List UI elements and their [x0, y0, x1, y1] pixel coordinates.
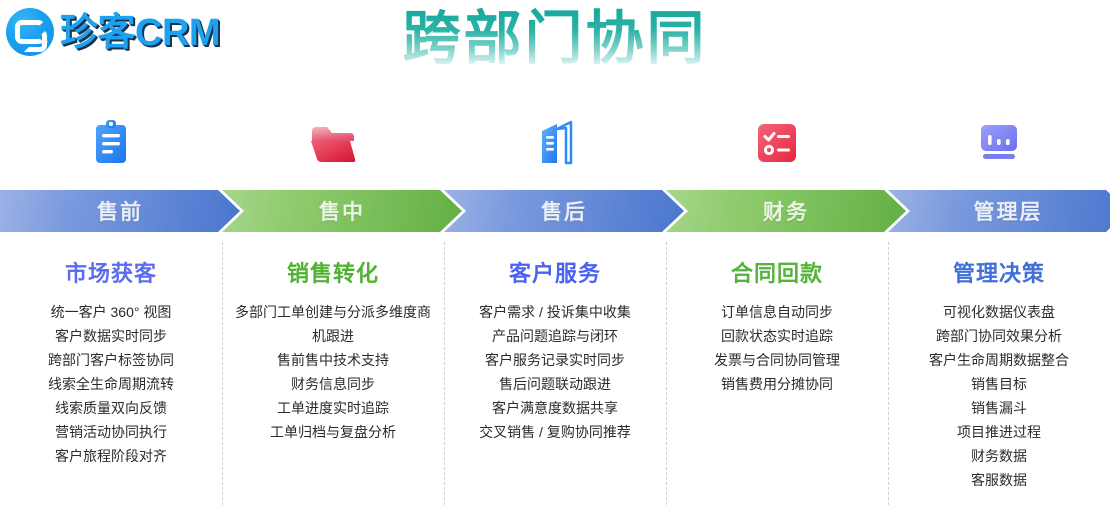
column-sales-conversion: 销售转化 多部门工单创建与分派多维度商机跟进 售前售中技术支持 财务信息同步 工…: [222, 240, 444, 513]
list-item: 财务信息同步: [291, 376, 375, 393]
stage-arrow-insales[interactable]: 售中: [222, 190, 462, 232]
stage-arrow-management[interactable]: 管理层: [888, 190, 1110, 232]
logo-c-glyph: [15, 20, 47, 52]
list-item: 多部门工单创建与分派多维度商机跟进: [235, 304, 431, 345]
folder-icon: [311, 127, 356, 162]
list-item: 售后问题联动跟进: [499, 376, 611, 393]
list-item: 发票与合同协同管理: [714, 352, 840, 369]
list-item: 统一客户 360° 视图: [50, 304, 172, 321]
column-title: 合同回款: [730, 261, 823, 286]
icon-cell-presales: [0, 112, 222, 174]
icon-cell-aftersales: [444, 112, 666, 174]
brand-name: 珍客CRM: [60, 12, 221, 52]
stage-label: 售后: [541, 201, 587, 224]
stage-label: 管理层: [973, 201, 1043, 224]
column-title: 销售转化: [286, 261, 379, 286]
column-contract-payment: 合同回款 订单信息自动同步 回款状态实时追踪 发票与合同协同管理 销售费用分摊协…: [666, 240, 888, 513]
stage-arrow-finance[interactable]: 财务: [666, 190, 906, 232]
list-item: 工单归档与复盘分析: [270, 424, 396, 441]
header: 珍客CRM 跨部门协同: [0, 0, 1110, 100]
column-item-list: 可视化数据仪表盘 跨部门协同效果分析 客户生命周期数据整合 销售目标 销售漏斗 …: [896, 300, 1102, 492]
list-item: 财务数据: [971, 448, 1027, 465]
document-building-icon: [542, 120, 573, 165]
column-management-decision: 管理决策 可视化数据仪表盘 跨部门协同效果分析 客户生命周期数据整合 销售目标 …: [888, 240, 1110, 513]
column-item-list: 订单信息自动同步 回款状态实时追踪 发票与合同协同管理 销售费用分摊协同: [674, 300, 880, 396]
stage-arrow-aftersales[interactable]: 售后: [444, 190, 684, 232]
column-item-list: 多部门工单创建与分派多维度商机跟进 售前售中技术支持 财务信息同步 工单进度实时…: [230, 300, 436, 444]
list-item: 线索质量双向反馈: [55, 400, 167, 417]
list-item: 跨部门客户标签协同: [48, 352, 174, 369]
zhenke-crm-logo-icon: [6, 8, 54, 56]
list-item: 营销活动协同执行: [55, 424, 167, 441]
list-item: 跨部门协同效果分析: [936, 328, 1062, 345]
list-item: 客服数据: [971, 472, 1027, 489]
column-title: 管理决策: [952, 261, 1045, 286]
stage-label: 售中: [319, 201, 365, 224]
list-item: 客户旅程阶段对齐: [55, 448, 167, 465]
column-title: 客户服务: [508, 261, 601, 286]
list-item: 销售目标: [971, 376, 1027, 393]
checklist-icon: [758, 124, 796, 162]
icon-cell-management: [888, 112, 1110, 174]
list-item: 交叉销售 / 复购协同推荐: [479, 424, 631, 441]
list-item: 客户需求 / 投诉集中收集: [479, 304, 631, 321]
list-item: 客户服务记录实时同步: [485, 352, 625, 369]
column-market-acquisition: 市场获客 统一客户 360° 视图 客户数据实时同步 跨部门客户标签协同 线索全…: [0, 240, 222, 513]
list-item: 销售费用分摊协同: [721, 376, 833, 393]
page-title: 跨部门协同: [0, 6, 1110, 73]
list-item: 客户数据实时同步: [55, 328, 167, 345]
column-item-list: 统一客户 360° 视图 客户数据实时同步 跨部门客户标签协同 线索全生命周期流…: [8, 300, 214, 468]
brand: 珍客CRM: [6, 8, 221, 56]
column-customer-service: 客户服务 客户需求 / 投诉集中收集 产品问题追踪与闭环 客户服务记录实时同步 …: [444, 240, 666, 513]
column-item-list: 客户需求 / 投诉集中收集 产品问题追踪与闭环 客户服务记录实时同步 售后问题联…: [452, 300, 658, 444]
stage-arrow-row: 售前 售中 售后 财务 管理层: [0, 190, 1110, 232]
icon-row: [0, 112, 1110, 174]
clipboard-icon: [96, 120, 126, 163]
list-item: 订单信息自动同步: [721, 304, 833, 321]
list-item: 项目推进过程: [957, 424, 1041, 441]
list-item: 售前售中技术支持: [277, 352, 389, 369]
list-item: 客户满意度数据共享: [492, 400, 618, 417]
list-item: 产品问题追踪与闭环: [492, 328, 618, 345]
list-item: 销售漏斗: [971, 400, 1027, 417]
bar-chart-monitor-icon: [981, 125, 1017, 159]
list-item: 线索全生命周期流转: [48, 376, 174, 393]
stage-label: 财务: [763, 201, 809, 224]
icon-cell-insales: [222, 112, 444, 174]
stage-arrow-presales[interactable]: 售前: [0, 190, 240, 232]
list-item: 可视化数据仪表盘: [943, 304, 1055, 321]
icon-cell-finance: [666, 112, 888, 174]
content-columns: 市场获客 统一客户 360° 视图 客户数据实时同步 跨部门客户标签协同 线索全…: [0, 240, 1110, 513]
stage-label: 售前: [97, 201, 143, 224]
list-item: 客户生命周期数据整合: [929, 352, 1069, 369]
list-item: 回款状态实时追踪: [721, 328, 833, 345]
list-item: 工单进度实时追踪: [277, 400, 389, 417]
column-title: 市场获客: [64, 261, 157, 286]
